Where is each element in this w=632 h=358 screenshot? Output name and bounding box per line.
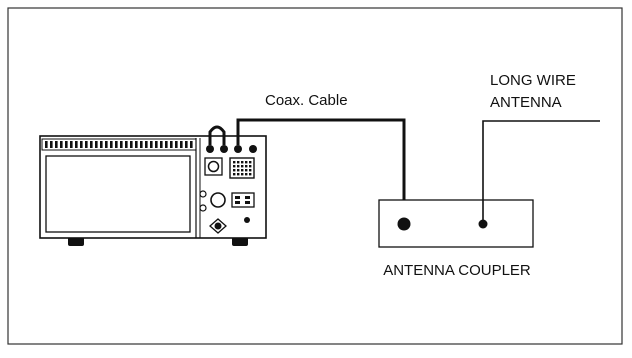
rear-jack-3 [234,145,242,153]
vent-slot [60,141,63,148]
rear-jack-4 [249,145,257,153]
vent-slot [95,141,98,148]
socket-pin [233,165,236,168]
socket-pin [233,173,236,176]
transceiver [39,125,267,246]
vent-slot [155,141,158,148]
transceiver-screen [45,155,191,233]
vent-slot [145,141,148,148]
socket-pin [241,173,244,176]
socket-pin [237,169,240,172]
socket-pin [245,173,248,176]
antenna-coupler [378,199,534,248]
vent-slot [90,141,93,148]
vent-slot [85,141,88,148]
socket-pin [249,165,252,168]
vent-slot [75,141,78,148]
vent-slot [185,141,188,148]
vent-slot [170,141,173,148]
long-wire-antenna [482,120,600,224]
socket-pin [249,169,252,172]
rear-jack-1 [206,145,214,153]
vent-slot [160,141,163,148]
socket-pin [233,169,236,172]
antenna-coupler-label: ANTENNA COUPLER [383,262,531,279]
vent-slot [165,141,168,148]
vent-slot [180,141,183,148]
antenna-connector-center [207,160,220,173]
side-jack-upper [199,190,207,198]
panel-screw [244,217,250,223]
outer-frame [7,7,623,345]
vent-slot [115,141,118,148]
jumper-loop [208,125,226,145]
vent-slot [150,141,153,148]
power-pin-2 [245,196,250,199]
rear-jack-2 [220,145,228,153]
vent-slot [130,141,133,148]
socket-pin [237,161,240,164]
coax-cable [236,118,406,222]
fuse-holder-center [214,222,222,230]
vent-slot [80,141,83,148]
socket-pin [249,161,252,164]
socket-pin [237,165,240,168]
transceiver-foot-right [232,237,248,246]
vent-slot [120,141,123,148]
vent-slot [140,141,143,148]
power-socket [231,192,255,208]
vent-slot [175,141,178,148]
socket-pin [245,165,248,168]
transceiver-vent-slots [45,141,193,148]
vent-slot [65,141,68,148]
vent-slot [135,141,138,148]
power-pin-4 [245,201,250,204]
vent-slot [55,141,58,148]
socket-pin [249,173,252,176]
accessory-socket [229,157,255,179]
vent-slot [105,141,108,148]
socket-pin [233,161,236,164]
side-jack-lower [199,204,207,212]
accessory-socket-pins [233,161,252,176]
long-wire-label-line1: LONG WIRE [490,72,576,89]
vent-slot [190,141,193,148]
vent-slot [110,141,113,148]
vent-slot [50,141,53,148]
ground-terminal [210,192,226,208]
power-pin-3 [235,201,240,204]
coupler-coax-input [397,217,411,231]
vent-slot [125,141,128,148]
transceiver-foot-left [68,237,84,246]
socket-pin [245,161,248,164]
vent-slot [70,141,73,148]
socket-pin [241,161,244,164]
long-wire-label-line2: ANTENNA [490,94,562,111]
socket-pin [241,165,244,168]
vent-slot [100,141,103,148]
coax-cable-label: Coax. Cable [265,92,348,109]
socket-pin [237,173,240,176]
vent-slot [45,141,48,148]
socket-pin [245,169,248,172]
socket-pin [241,169,244,172]
power-pin-1 [235,196,240,199]
